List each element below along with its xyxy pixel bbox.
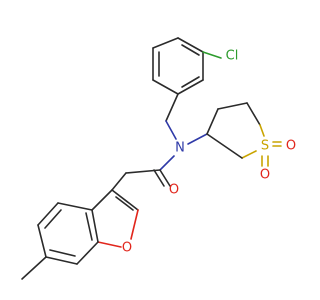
bond xyxy=(115,196,134,211)
benzofuran-system xyxy=(37,189,139,265)
bond xyxy=(159,155,175,171)
bond xyxy=(181,76,200,88)
bond xyxy=(152,37,179,49)
bond xyxy=(37,202,59,226)
bond xyxy=(187,133,208,145)
bond xyxy=(181,44,200,56)
bond xyxy=(165,93,179,122)
bond xyxy=(76,241,99,265)
bond xyxy=(241,150,257,159)
bond xyxy=(97,241,122,248)
carbonyl-oxygen: O xyxy=(169,183,179,198)
chlorine-label: Cl xyxy=(226,49,239,64)
sulfonyl-oxygen-right: O xyxy=(286,139,296,154)
bond xyxy=(111,189,139,211)
bond xyxy=(37,224,47,258)
bond xyxy=(152,79,179,95)
bond xyxy=(165,120,177,140)
bond xyxy=(177,79,204,95)
nitrogen-label: N xyxy=(175,141,185,156)
bond xyxy=(111,172,127,191)
bond xyxy=(49,249,76,257)
sulfur-label: S xyxy=(261,139,269,154)
bond xyxy=(217,102,248,110)
bond xyxy=(177,37,204,53)
bond xyxy=(91,189,113,211)
bond xyxy=(153,169,165,187)
bond xyxy=(206,133,243,159)
bond xyxy=(206,108,219,135)
methyl-bond xyxy=(21,256,47,280)
molecule-canvas: Cl N S O O O xyxy=(21,37,296,280)
sulfonyl-oxygen-bottom: O xyxy=(260,168,270,183)
bond xyxy=(91,209,99,243)
bond xyxy=(159,169,171,187)
furan-oxygen: O xyxy=(122,241,132,256)
bond xyxy=(57,202,93,211)
bond xyxy=(125,169,161,174)
sulfolane-ring xyxy=(206,102,265,159)
bond xyxy=(45,256,78,265)
bond-cl xyxy=(202,51,222,59)
chlorophenyl-ring xyxy=(152,37,204,95)
structure-diagram: Cl N S O O O xyxy=(21,37,296,280)
bond xyxy=(44,209,62,229)
bond xyxy=(259,124,265,137)
bond xyxy=(85,212,93,241)
bond xyxy=(246,102,261,126)
bond xyxy=(130,209,139,240)
